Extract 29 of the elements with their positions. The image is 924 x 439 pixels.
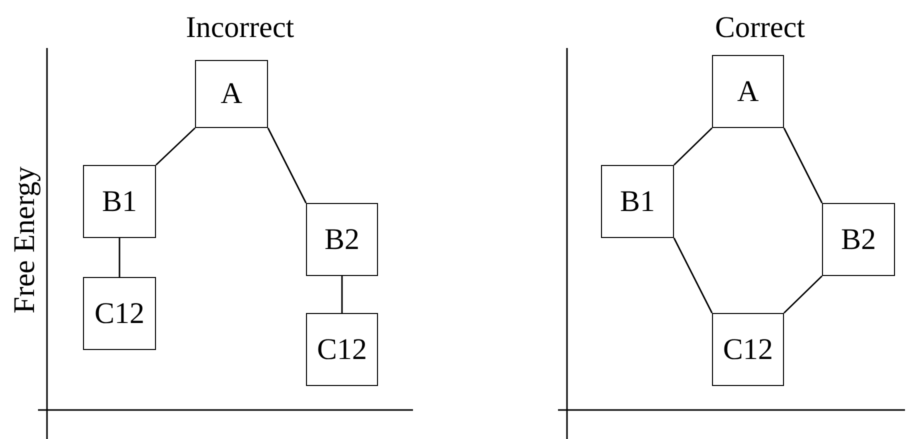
state-label: C12: [94, 298, 144, 328]
state-label: B1: [102, 186, 137, 216]
state-label: C12: [316, 334, 367, 364]
state-label: B1: [620, 186, 655, 216]
connector-line: [673, 238, 713, 314]
connector-line: [267, 128, 307, 204]
connector-line: [155, 127, 196, 166]
state-label: B2: [324, 224, 360, 254]
state-box: [83, 165, 156, 238]
connector-line: [341, 276, 343, 313]
state-box: [712, 313, 784, 386]
state-box: [83, 277, 156, 350]
state-label: A: [220, 79, 242, 109]
connector-line: [783, 275, 823, 314]
state-box: [195, 60, 268, 128]
state-box: [306, 313, 378, 386]
state-box: [306, 203, 378, 276]
state-box: [601, 165, 674, 238]
state-label: A: [737, 76, 759, 106]
connector-line: [118, 238, 120, 277]
connector-line: [783, 128, 823, 204]
state-box: [712, 55, 784, 128]
connector-line: [673, 127, 713, 166]
axis-title: Free Energy: [10, 166, 40, 314]
state-label: B2: [840, 224, 876, 254]
state-label: C12: [722, 334, 773, 364]
panel-title: Correct: [715, 13, 805, 43]
panel-title: Incorrect: [186, 13, 294, 43]
state-box: [822, 203, 895, 276]
